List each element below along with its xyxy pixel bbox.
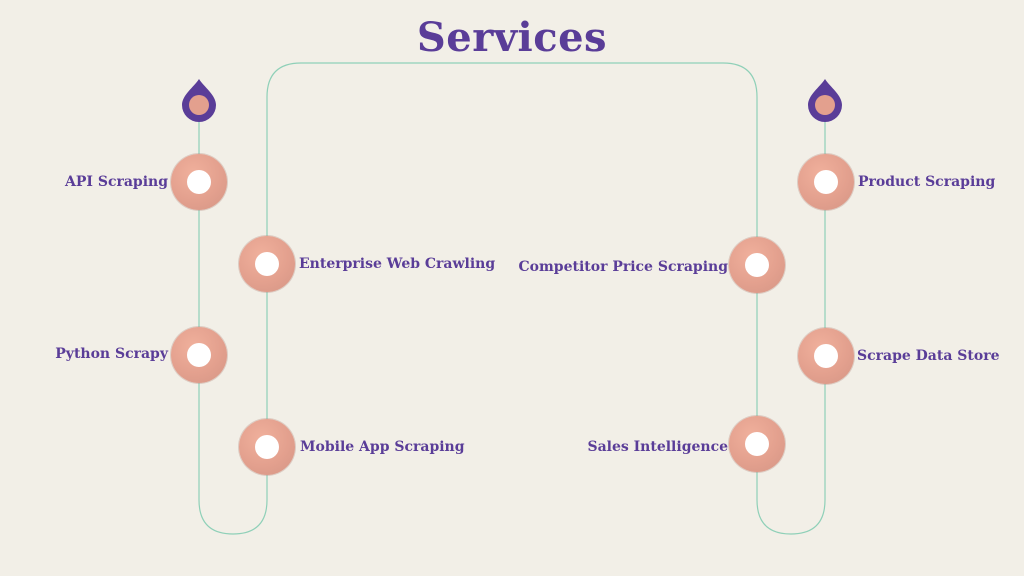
service-label-scrape-data-store: Scrape Data Store	[857, 348, 1000, 364]
service-label-api-scraping: API Scraping	[65, 174, 168, 190]
service-node-python-scrapy	[171, 327, 227, 383]
map-pin-icon	[182, 79, 216, 122]
service-label-enterprise-web-crawling: Enterprise Web Crawling	[299, 256, 496, 272]
service-node-sales-intelligence	[729, 416, 785, 472]
service-label-sales-intelligence: Sales Intelligence	[587, 439, 728, 455]
ring-icon	[745, 253, 769, 277]
ring-icon	[255, 435, 279, 459]
ring-icon	[814, 344, 838, 368]
ring-icon	[745, 432, 769, 456]
service-label-mobile-app-scraping: Mobile App Scraping	[300, 439, 465, 455]
ring-icon	[187, 343, 211, 367]
service-label-python-scrapy: Python Scrapy	[55, 346, 168, 362]
ring-icon	[814, 170, 838, 194]
connector-path	[198, 62, 826, 535]
page-title: Services	[416, 14, 608, 61]
service-node-scrape-data-store	[798, 328, 854, 384]
map-pin-icon	[808, 79, 842, 122]
ring-icon	[255, 252, 279, 276]
service-node-api-scraping	[171, 154, 227, 210]
service-node-product-scraping	[798, 154, 854, 210]
service-node-competitor-price-scraping	[729, 237, 785, 293]
service-label-product-scraping: Product Scraping	[858, 174, 996, 190]
ring-icon	[187, 170, 211, 194]
service-label-competitor-price-scraping: Competitor Price Scraping	[518, 259, 728, 275]
service-node-enterprise-web-crawling	[239, 236, 295, 292]
service-node-mobile-app-scraping	[239, 419, 295, 475]
